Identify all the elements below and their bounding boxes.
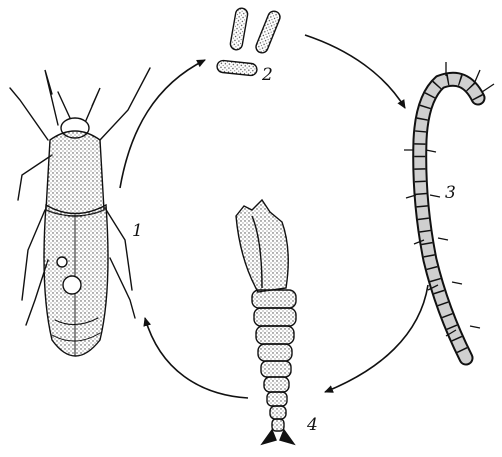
adult-insect-illustration — [10, 68, 150, 356]
label-eggs: 2 — [261, 65, 273, 85]
arrow-eggs-to-larva — [305, 35, 405, 108]
label-larva: 3 — [445, 183, 456, 203]
arrow-larva-to-pupa — [325, 285, 428, 392]
egg-3 — [216, 60, 257, 76]
larva-illustration — [404, 62, 494, 358]
egg-2 — [254, 9, 282, 54]
label-adult: 1 — [132, 221, 143, 241]
pupa-illustration — [236, 200, 296, 444]
arrow-adult-to-eggs — [120, 60, 205, 188]
arrow-pupa-to-adult — [145, 318, 248, 398]
egg-1 — [229, 7, 248, 50]
label-pupa: 4 — [306, 415, 318, 435]
